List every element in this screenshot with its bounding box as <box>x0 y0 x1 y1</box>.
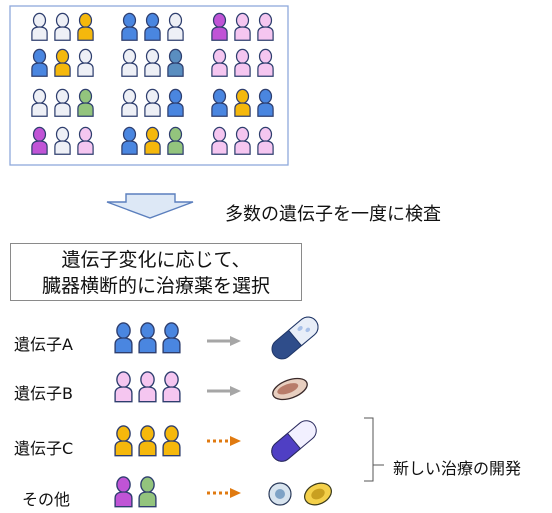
bracket-label: 新しい治療の開発 <box>393 459 522 478</box>
row-label-gene-b: 遺伝子B <box>14 384 73 403</box>
person-icon <box>114 476 133 508</box>
person-icon <box>114 425 133 457</box>
person-icon <box>138 371 157 403</box>
arrow-head <box>230 436 241 446</box>
selection-line-1: 遺伝子変化に応じて、 <box>61 249 251 271</box>
person-icon <box>114 371 133 403</box>
row-label-other: その他 <box>22 490 71 509</box>
person-icon <box>138 425 157 457</box>
capsule-blue-white <box>271 316 319 360</box>
gene-rows <box>114 322 241 508</box>
arrow-head <box>230 336 241 346</box>
selection-line-2: 臓器横断的に治療薬を選択 <box>41 275 270 297</box>
tablet-oval <box>272 377 308 401</box>
selection-box: 遺伝子変化に応じて、 臓器横断的に治療薬を選択 <box>10 243 302 301</box>
arrow-head <box>230 488 241 498</box>
row-label-gene-a: 遺伝子A <box>14 335 73 354</box>
person-icon <box>162 425 181 457</box>
person-icon <box>138 322 157 354</box>
scan-caption: 多数の遺伝子を一度に検査 <box>225 204 441 225</box>
person-icon <box>138 476 157 508</box>
tablet-oval-yellow <box>304 482 332 506</box>
person-icon <box>162 371 181 403</box>
row-label-gene-c: 遺伝子C <box>14 439 74 458</box>
capsule-purple <box>271 420 317 462</box>
arrow-head <box>230 386 241 396</box>
person-icon <box>162 322 181 354</box>
down-arrow <box>106 193 194 219</box>
person-icon <box>114 322 133 354</box>
bracket <box>364 417 374 482</box>
tablet-round-blue <box>268 482 292 506</box>
